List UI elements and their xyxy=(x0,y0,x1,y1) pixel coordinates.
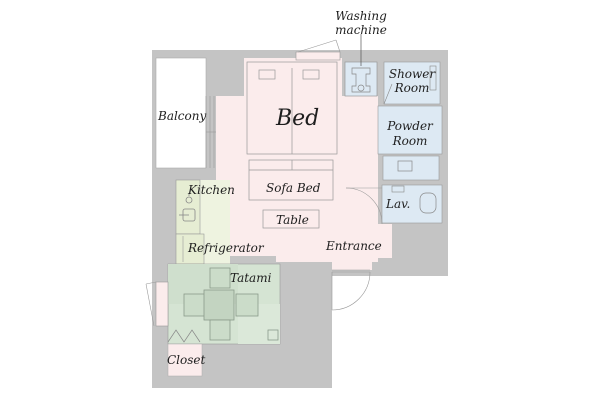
lav-label: Lav. xyxy=(386,197,411,211)
kitchen-label: Kitchen xyxy=(188,183,235,197)
table-label: Table xyxy=(276,213,309,227)
powder-room-area xyxy=(377,105,443,155)
shower-room-area xyxy=(383,61,441,105)
tatami-label: Tatami xyxy=(230,271,272,285)
entrance-label: Entrance xyxy=(326,239,382,253)
sofa-bed xyxy=(248,159,334,201)
washing-machine-label-line1: Washing xyxy=(335,9,387,23)
powder-room-label: Powder Room xyxy=(384,120,436,147)
closet-area xyxy=(167,343,203,377)
bed xyxy=(246,61,338,155)
sofa-bed-label: Sofa Bed xyxy=(266,181,321,195)
washing-machine-label: Washing machine xyxy=(333,10,389,36)
washing-machine-label-line2: machine xyxy=(335,23,387,37)
refrigerator xyxy=(175,233,205,265)
washing-machine xyxy=(344,34,378,97)
balcony-area xyxy=(155,57,207,169)
powder-room-label-line2: Room xyxy=(392,134,428,148)
shower-room-label: Shower Room xyxy=(388,68,436,94)
shower-room-label-line2: Room xyxy=(394,81,430,95)
refrigerator-label: Refrigerator xyxy=(188,241,264,255)
shower-room-label-line1: Shower xyxy=(388,67,436,81)
table xyxy=(262,209,320,229)
balcony-label: Balcony xyxy=(158,109,207,123)
closet-label: Closet xyxy=(167,353,206,367)
bed-label: Bed xyxy=(276,106,320,131)
powder-room-label-line1: Powder xyxy=(387,119,433,133)
